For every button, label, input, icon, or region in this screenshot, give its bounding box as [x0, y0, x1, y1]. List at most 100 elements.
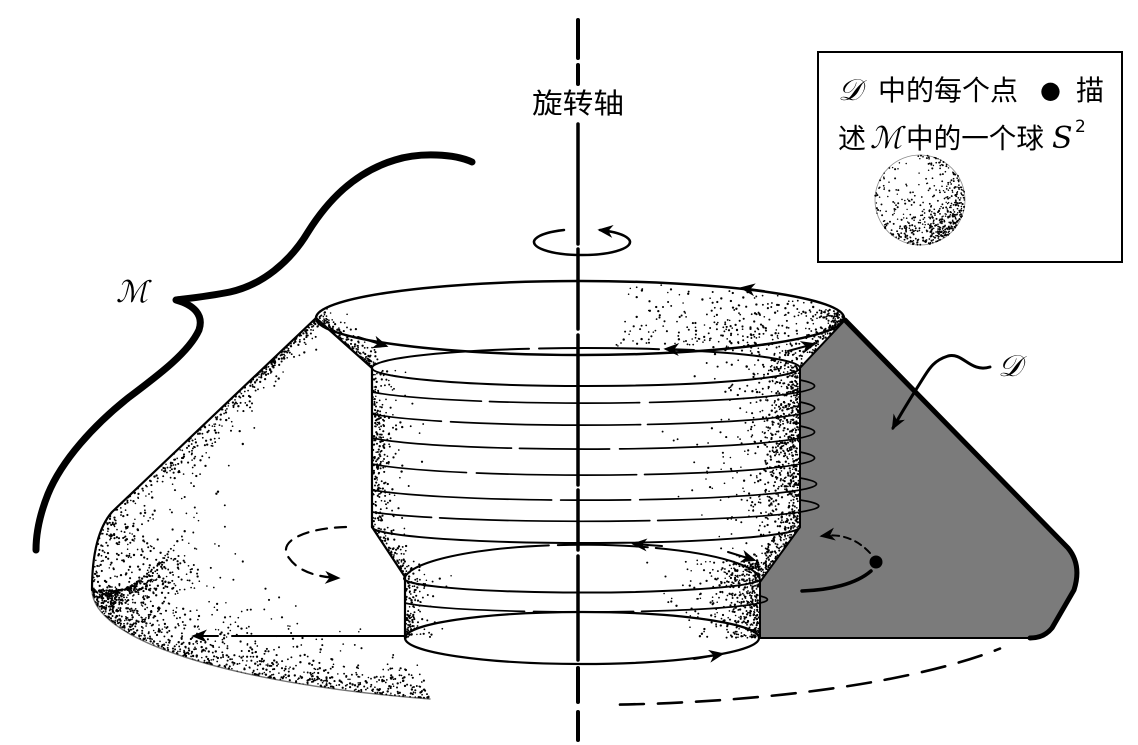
stipple-dot	[215, 602, 219, 606]
stipple-dot	[180, 461, 183, 464]
stipple-dot	[941, 173, 944, 176]
stipple-dot	[770, 306, 773, 308]
stipple-dot	[382, 436, 385, 439]
stipple-dot	[388, 493, 391, 496]
stipple-dot	[729, 389, 732, 391]
stipple-dot	[797, 461, 800, 464]
flow-arrow	[727, 549, 757, 563]
stipple-dot	[732, 582, 735, 585]
stipple-dot	[734, 580, 736, 582]
stipple-dot	[629, 330, 632, 332]
stipple-dot	[775, 391, 778, 395]
stipple-dot	[408, 614, 410, 617]
stipple-dot	[735, 518, 738, 522]
stipple-dot	[827, 322, 830, 324]
stipple-dot	[770, 358, 773, 362]
stipple-dot	[646, 561, 649, 564]
stipple-dot	[395, 428, 398, 431]
stipple-dot	[752, 621, 756, 624]
stipple-dot	[879, 179, 882, 182]
stipple-dot	[356, 344, 359, 347]
stipple-dot	[416, 664, 419, 666]
stipple-dot	[956, 220, 959, 223]
stipple-dot	[153, 640, 156, 643]
stipple-dot	[787, 366, 790, 369]
stipple-dot	[721, 613, 725, 617]
stipple-dot	[948, 233, 950, 235]
stipple-dot	[146, 580, 149, 583]
stipple-dot	[776, 546, 779, 549]
stipple-dot	[818, 309, 821, 312]
stipple-dot	[787, 351, 790, 354]
stipple-dot	[156, 477, 159, 480]
stipple-dot	[426, 696, 429, 699]
stipple-dot	[228, 417, 230, 420]
stipple-dot	[251, 410, 253, 412]
stipple-dot	[779, 477, 783, 481]
stipple-dot	[795, 506, 798, 509]
stipple-dot	[766, 495, 769, 498]
stipple-dot	[774, 332, 777, 335]
stipple-dot	[791, 521, 794, 524]
stipple-dot	[956, 207, 959, 210]
stipple-dot	[680, 314, 683, 317]
stipple-dot	[728, 340, 732, 343]
stipple-dot	[765, 554, 768, 557]
stipple-dot	[140, 634, 142, 637]
stipple-dot	[943, 197, 946, 200]
stipple-dot	[780, 379, 783, 382]
cone-slant-edge	[90, 316, 318, 592]
stipple-dot	[874, 194, 877, 197]
stipple-dot	[908, 227, 911, 229]
stipple-dot	[931, 177, 934, 180]
stipple-dot	[164, 596, 167, 599]
stipple-dot	[174, 626, 177, 629]
stipple-dot	[383, 539, 387, 542]
legend-point-glyph: ●	[1040, 76, 1061, 104]
stipple-dot	[181, 621, 184, 623]
stipple-dot	[658, 314, 661, 317]
stipple-dot	[379, 416, 382, 420]
stipple-dot	[792, 485, 794, 488]
stipple-dot	[925, 157, 928, 160]
stipple-dot	[960, 192, 963, 195]
stipple-dot	[213, 655, 216, 658]
stipple-dot	[179, 648, 182, 651]
stipple-dot	[918, 183, 920, 186]
stipple-dot	[154, 615, 157, 618]
stipple-dot	[954, 199, 957, 202]
stipple-dot	[204, 650, 207, 652]
stipple-dot	[374, 484, 376, 487]
stipple-dot	[193, 625, 196, 628]
stipple-dot	[796, 515, 799, 518]
stipple-dot	[367, 354, 370, 358]
stipple-dot	[217, 544, 220, 547]
stipple-dot	[405, 619, 408, 622]
stipple-dot	[108, 567, 111, 569]
stipple-dot	[667, 601, 670, 604]
stipple-dot	[718, 535, 721, 538]
stipple-dot	[787, 474, 790, 477]
stipple-dot	[768, 554, 771, 557]
stipple-dot	[134, 622, 138, 625]
stipple-dot	[756, 585, 759, 588]
stipple-dot	[351, 683, 354, 686]
stipple-dot	[783, 538, 785, 541]
flow-line	[404, 595, 769, 613]
flow-line	[371, 477, 818, 502]
stipple-dot	[879, 209, 882, 212]
stipple-dot	[96, 564, 99, 567]
stipple-dot	[390, 385, 393, 388]
stipple-dot	[934, 212, 936, 215]
stipple-dot	[331, 665, 334, 669]
stipple-dot	[713, 315, 716, 318]
stipple-dot	[151, 571, 154, 575]
stipple-dot	[214, 441, 217, 444]
stipple-dot	[743, 574, 746, 577]
stipple-dot	[746, 341, 749, 344]
stipple-dot	[767, 426, 770, 429]
stipple-dot	[393, 387, 395, 390]
stipple-dot	[94, 595, 97, 598]
stipple-dot	[267, 663, 269, 665]
stipple-dot	[796, 426, 799, 428]
